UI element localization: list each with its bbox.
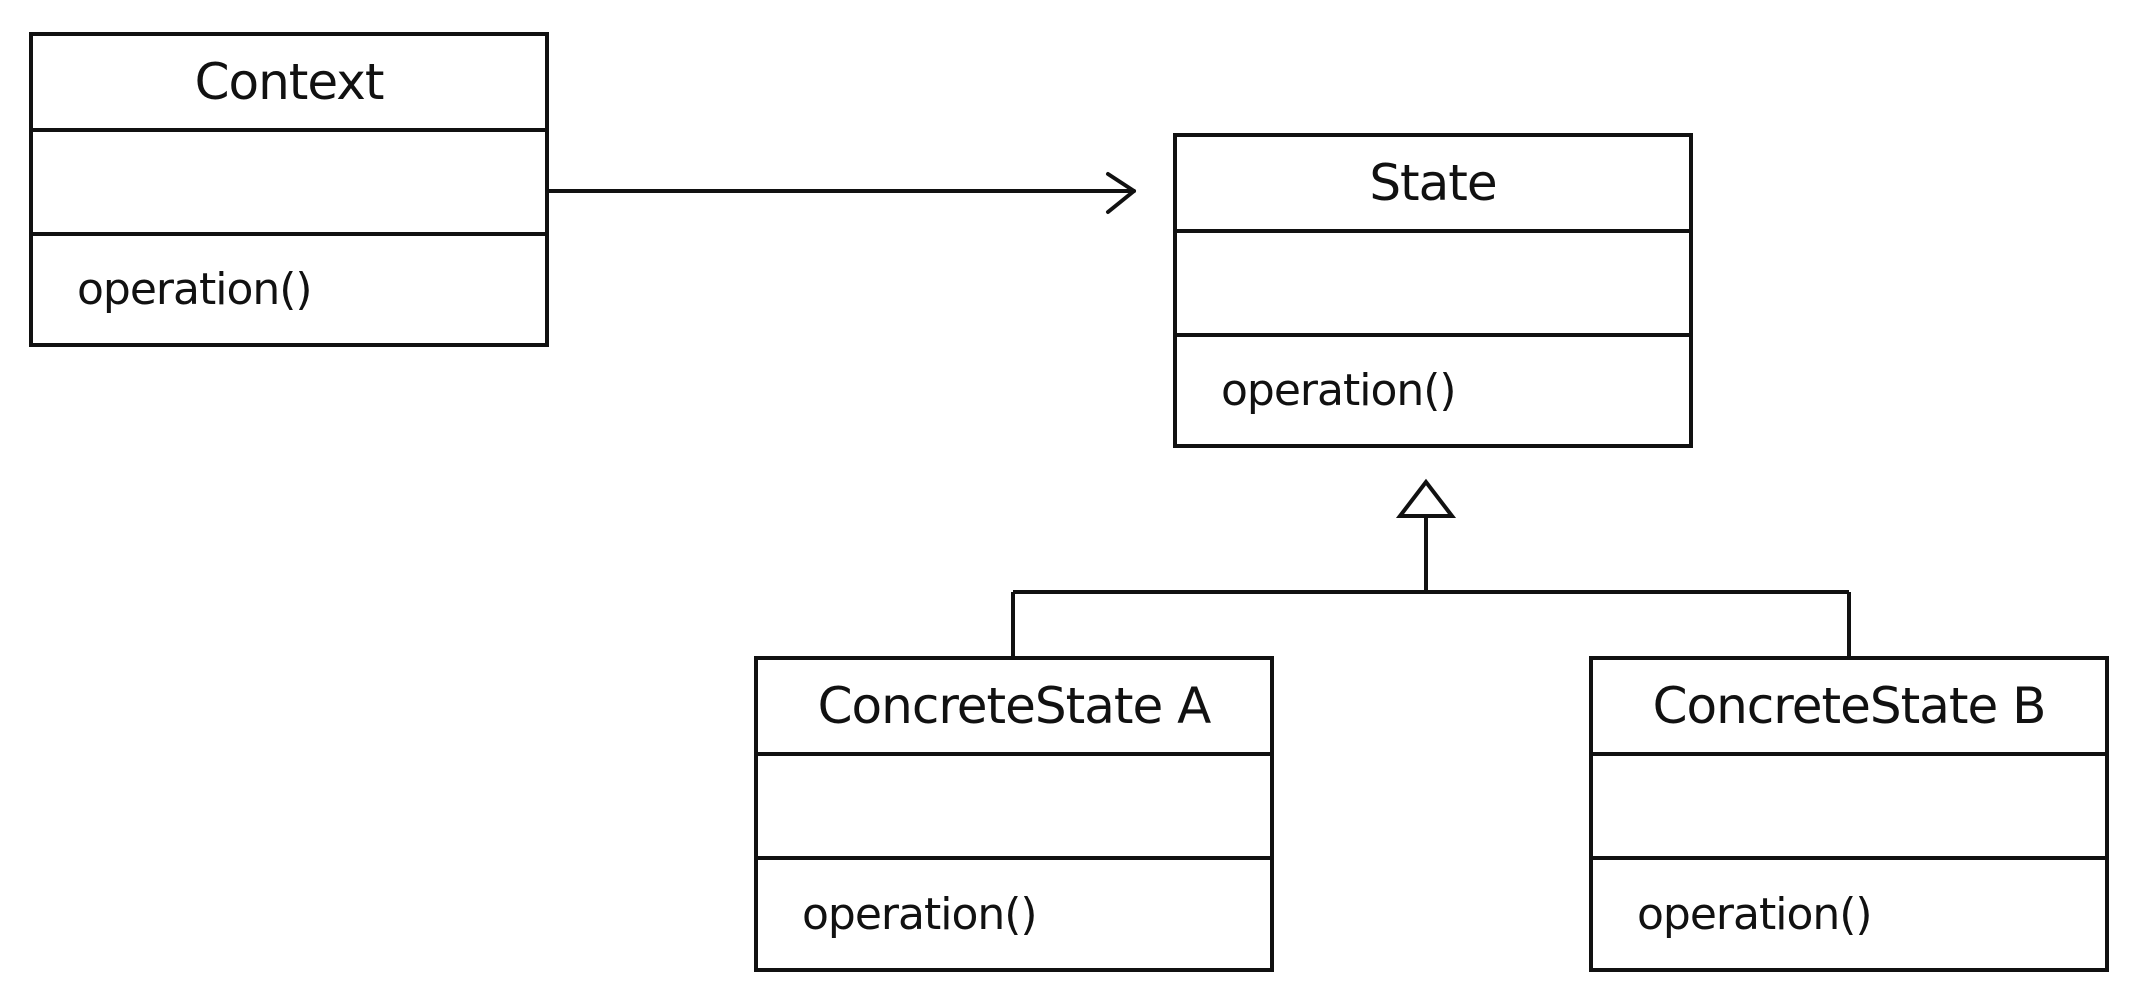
attributes-compartment [1177, 233, 1689, 337]
attributes-compartment [1593, 756, 2105, 860]
class-concrete-state-b: ConcreteState B operation() [1589, 656, 2109, 972]
inheritance-triangle [1395, 478, 1457, 518]
open-arrowhead [1106, 172, 1136, 214]
class-name: Context [33, 36, 545, 132]
class-state: State operation() [1173, 133, 1693, 448]
class-concrete-state-a: ConcreteState A operation() [754, 656, 1274, 972]
operation-label: operation() [77, 264, 313, 315]
class-name: ConcreteState A [758, 660, 1270, 756]
class-context: Context operation() [29, 32, 549, 347]
class-name: ConcreteState B [1593, 660, 2105, 756]
class-name: State [1177, 137, 1689, 233]
operation-label: operation() [1637, 888, 1873, 940]
association-arrow [545, 172, 1136, 214]
operation-label: operation() [802, 888, 1038, 940]
generalization-connector [1011, 478, 1851, 656]
operation-label: operation() [1221, 365, 1457, 416]
attributes-compartment [33, 132, 545, 236]
attributes-compartment [758, 756, 1270, 860]
